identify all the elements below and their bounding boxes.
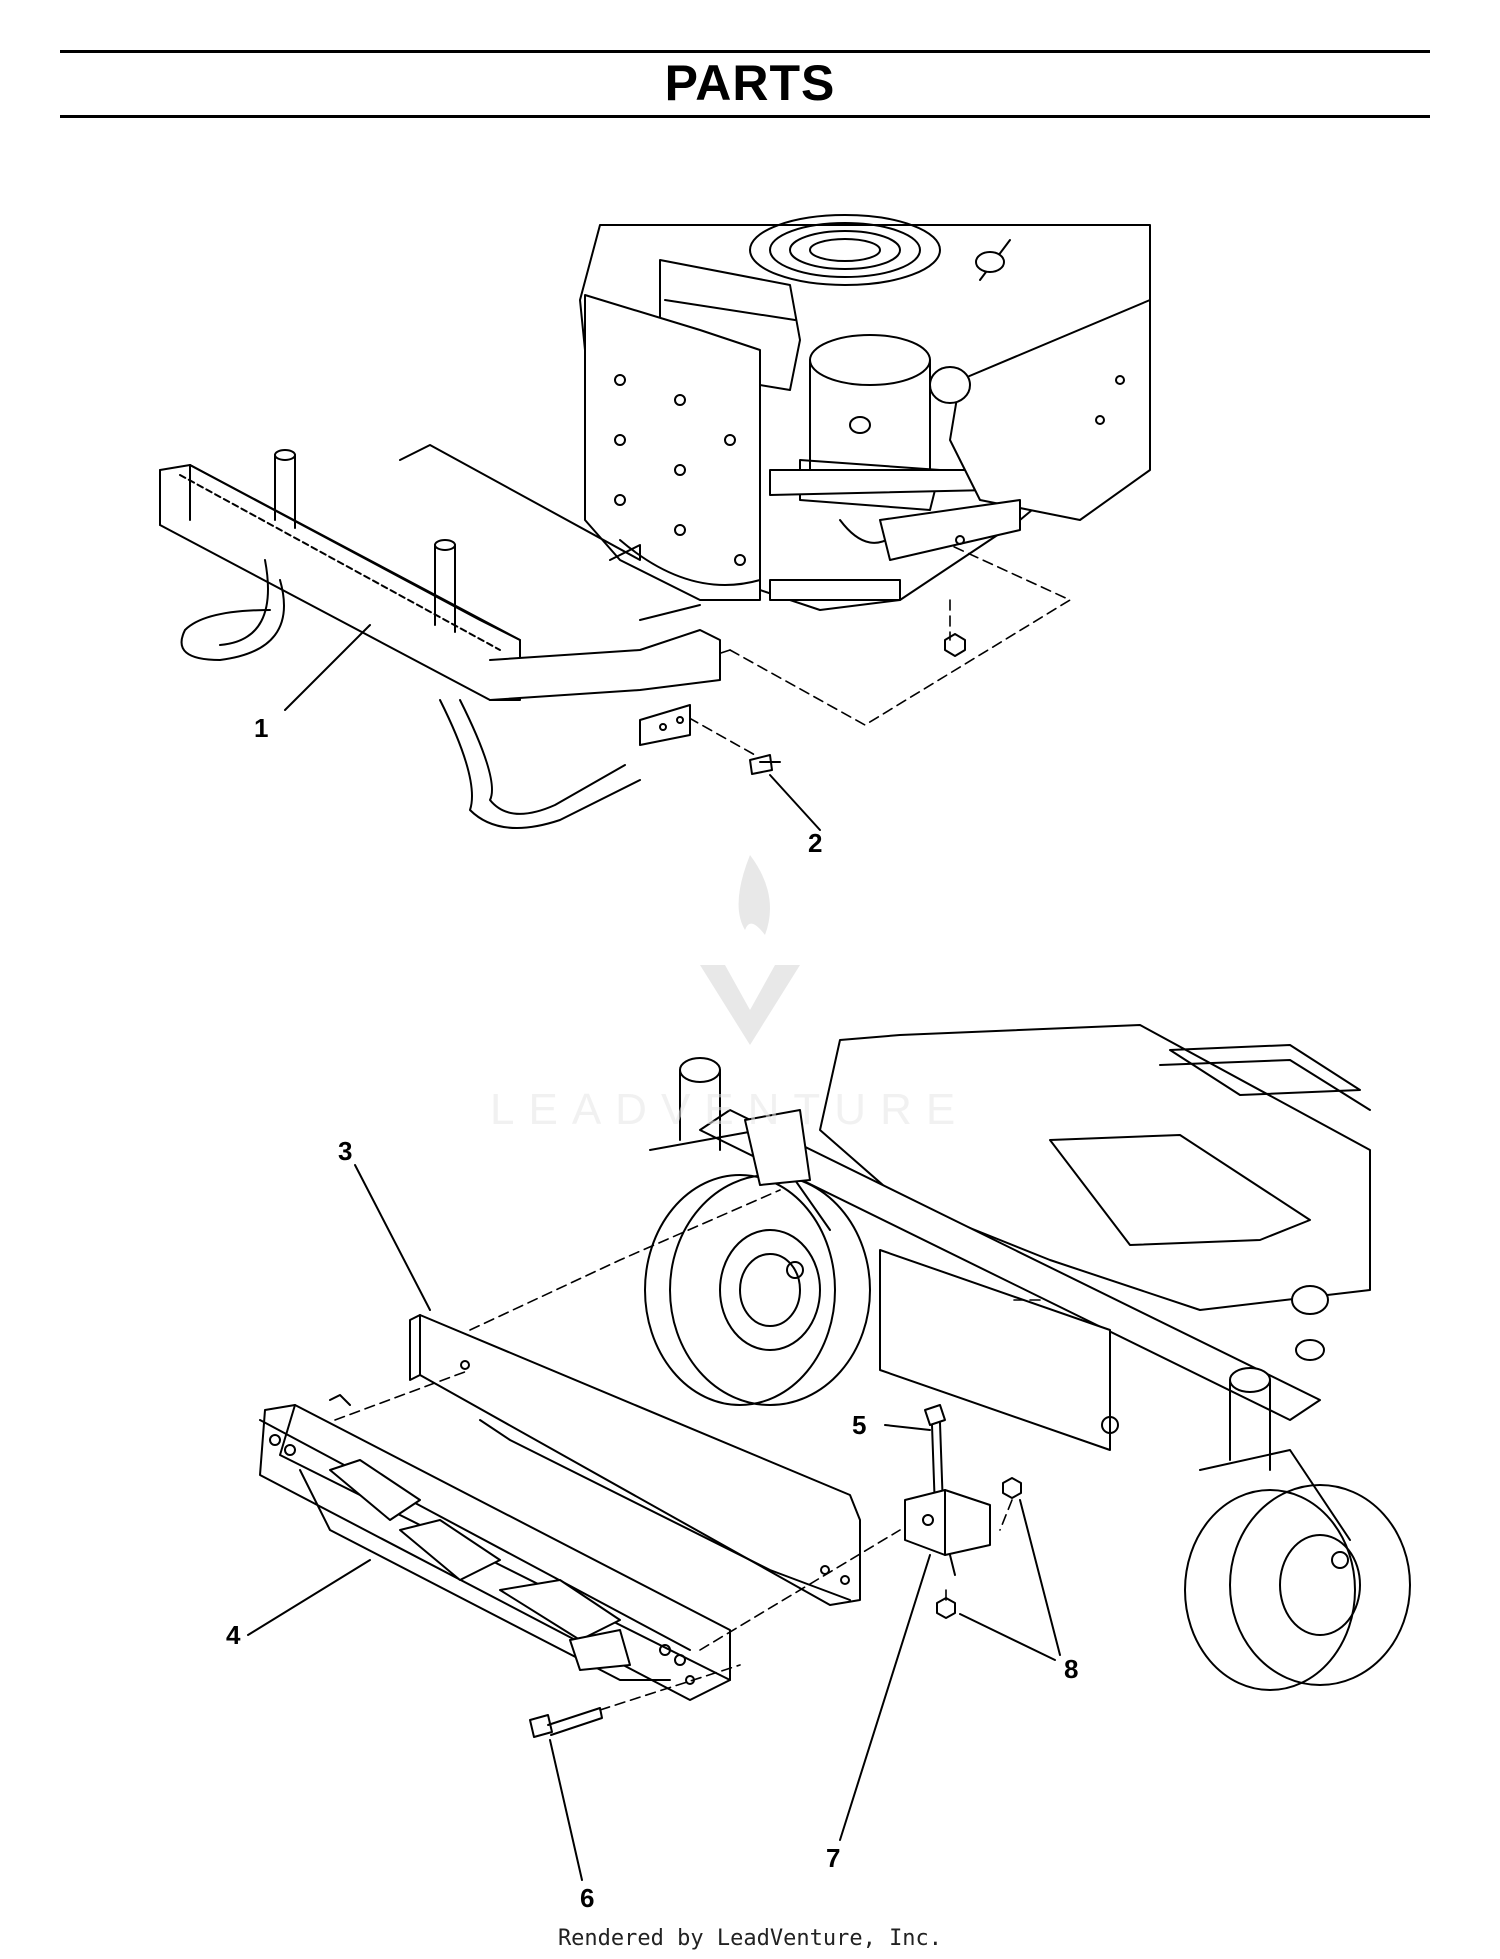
left-caster-wheel bbox=[644, 1129, 871, 1406]
watermark-text: LEADVENTURE bbox=[490, 1085, 970, 1134]
callout-5: 5 bbox=[852, 1410, 867, 1440]
header-rule-top bbox=[60, 50, 1430, 53]
leader-line-2 bbox=[769, 774, 821, 831]
page-title: PARTS bbox=[664, 55, 836, 111]
nut-part-8-lower bbox=[936, 1597, 956, 1619]
leader-line-7 bbox=[839, 1554, 931, 1841]
header-rule-bottom bbox=[60, 115, 1430, 118]
mower-rear-assembly-illustration bbox=[579, 214, 1151, 657]
bolt-part-2 bbox=[749, 754, 781, 775]
bolt-part-6 bbox=[529, 1707, 603, 1738]
leader-line-5 bbox=[884, 1424, 931, 1431]
leader-line-8b bbox=[959, 1613, 1056, 1661]
callout-8: 8 bbox=[1064, 1654, 1079, 1684]
callout-1: 1 bbox=[254, 713, 269, 743]
leader-line-1 bbox=[284, 624, 371, 711]
assembly-guide-lines-bottom bbox=[334, 1189, 1041, 1711]
bumper-counterweight-part-4 bbox=[259, 1394, 731, 1701]
right-caster-wheel bbox=[1184, 1449, 1411, 1691]
weight-plate-part-3 bbox=[409, 1314, 861, 1606]
callout-7: 7 bbox=[826, 1843, 841, 1873]
leader-line-6 bbox=[549, 1739, 583, 1881]
leader-line-8a bbox=[1019, 1499, 1061, 1656]
leader-line-3 bbox=[354, 1164, 431, 1311]
mower-front-assembly-illustration bbox=[644, 1024, 1411, 1691]
leadventure-watermark-logo bbox=[700, 855, 800, 1045]
callout-2: 2 bbox=[808, 828, 823, 858]
bracket-part-7 bbox=[904, 1489, 991, 1576]
engine-fan bbox=[749, 214, 941, 286]
leader-line-4 bbox=[247, 1559, 371, 1636]
callout-6: 6 bbox=[580, 1883, 595, 1913]
callout-3: 3 bbox=[338, 1136, 353, 1166]
hitch-assembly-part-1 bbox=[159, 444, 721, 829]
callout-4: 4 bbox=[226, 1620, 241, 1650]
nut-part-8-upper bbox=[1002, 1477, 1022, 1499]
footer-credit: Rendered by LeadVenture, Inc. bbox=[557, 1926, 943, 1951]
